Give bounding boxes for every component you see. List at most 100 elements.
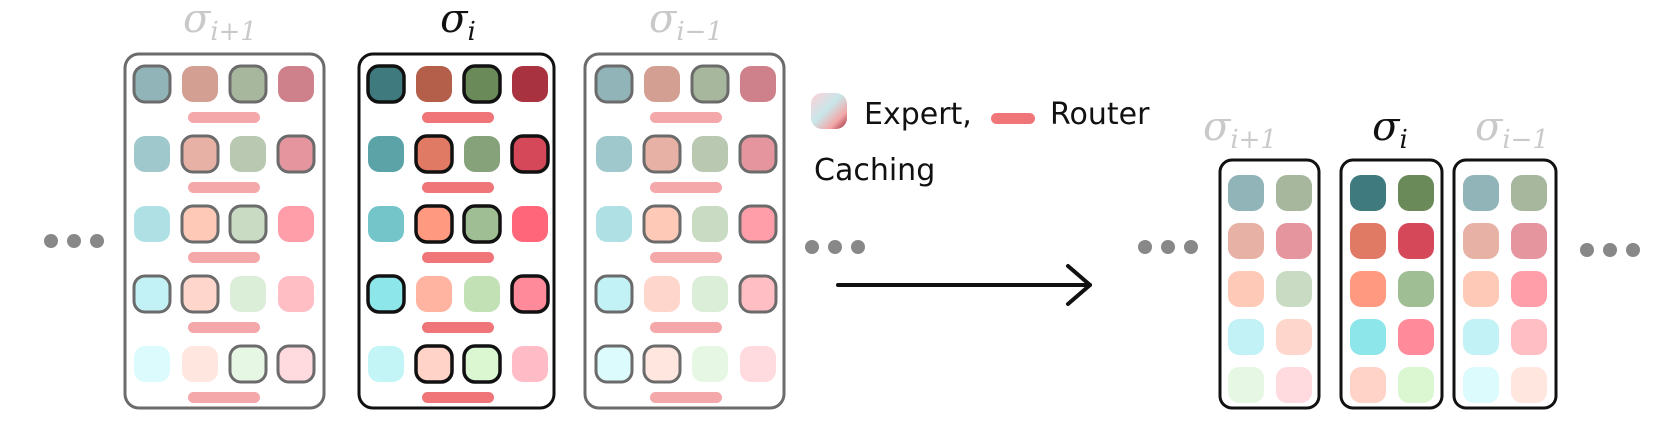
router-bar-next-r3 [188, 252, 260, 263]
cached-expert-next-r2-c1 [1228, 223, 1264, 259]
cached-expert-next-r1-c2 [1276, 175, 1312, 211]
panel-current-left [357, 52, 556, 410]
expert-tile-prev-r1-c2 [644, 66, 680, 102]
ellipsis-left [44, 234, 104, 248]
expert-tile-next-r5-c1 [134, 346, 170, 382]
router-bar-current-r1 [422, 112, 494, 123]
cached-expert-next-r5-c1 [1228, 367, 1264, 403]
router-bar-next-r1 [188, 112, 260, 123]
ellipsis-right-after [1580, 243, 1640, 257]
expert-tile-prev-r1-c1 [594, 64, 634, 104]
expert-tile-current-r5-c2 [414, 344, 454, 384]
expert-tile-prev-r3-c4 [738, 204, 778, 244]
cached-expert-current-r4-c2 [1398, 319, 1434, 355]
panel-prev-right [1452, 158, 1558, 410]
router-bar-current-r4 [422, 322, 494, 333]
expert-tile-next-r5-c4 [276, 344, 316, 384]
expert-tile-prev-r4-c3 [692, 276, 728, 312]
expert-legend-swatch [811, 93, 847, 129]
router-bar-prev-r4 [650, 322, 722, 333]
expert-tile-prev-r3-c1 [596, 206, 632, 242]
cached-expert-prev-r4-c1 [1463, 319, 1499, 355]
cached-expert-prev-r1-c1 [1463, 175, 1499, 211]
legend-expert-label: Expert, [864, 97, 972, 132]
expert-tile-current-r1-c2 [416, 66, 452, 102]
expert-tile-next-r2-c2 [180, 134, 220, 174]
expert-tile-next-r1-c4 [278, 66, 314, 102]
expert-tile-current-r2-c3 [464, 136, 500, 172]
expert-tile-current-r3-c1 [368, 206, 404, 242]
cached-expert-current-r2-c2 [1398, 223, 1434, 259]
cached-expert-prev-r5-c2 [1511, 367, 1547, 403]
cached-expert-next-r5-c2 [1276, 367, 1312, 403]
router-bar-current-r2 [422, 182, 494, 193]
label-sigma-next-right: σi+1 [1203, 104, 1277, 155]
cached-expert-prev-r3-c1 [1463, 271, 1499, 307]
router-bar-prev-r3 [650, 252, 722, 263]
expert-tile-prev-r5-c3 [692, 346, 728, 382]
expert-tile-next-r2-c1 [134, 136, 170, 172]
cached-expert-current-r2-c1 [1350, 223, 1386, 259]
router-legend-swatch [991, 113, 1035, 124]
expert-tile-next-r4-c1 [132, 274, 172, 314]
label-sigma-prev-left: σi−1 [649, 0, 723, 47]
expert-tile-prev-r2-c3 [692, 136, 728, 172]
label-sigma-next-left: σi+1 [183, 0, 257, 47]
expert-tile-current-r5-c1 [368, 346, 404, 382]
right-expert-grid [1228, 175, 1547, 403]
expert-tile-prev-r4-c4 [738, 274, 778, 314]
expert-tile-next-r4-c2 [180, 274, 220, 314]
expert-tile-next-r2-c4 [276, 134, 316, 174]
expert-tile-prev-r1-c4 [740, 66, 776, 102]
expert-tile-current-r3-c4 [512, 206, 548, 242]
label-sigma-current-left: σi [440, 0, 476, 47]
cached-expert-current-r3-c2 [1398, 271, 1434, 307]
cached-expert-next-r3-c1 [1228, 271, 1264, 307]
cached-expert-current-r1-c1 [1350, 175, 1386, 211]
expert-tile-current-r1-c4 [512, 66, 548, 102]
expert-tile-next-r2-c3 [230, 136, 266, 172]
router-bar-next-r5 [188, 392, 260, 403]
label-sigma-current-right: σi [1372, 104, 1408, 155]
router-bar-prev-r2 [650, 182, 722, 193]
expert-tile-prev-r2-c1 [596, 136, 632, 172]
router-bar-prev-r5 [650, 392, 722, 403]
expert-tile-next-r3-c2 [180, 204, 220, 244]
expert-tile-current-r2-c4 [510, 134, 550, 174]
expert-tile-prev-r1-c3 [690, 64, 730, 104]
cached-expert-prev-r2-c1 [1463, 223, 1499, 259]
expert-tile-current-r1-c3 [462, 64, 502, 104]
router-bar-prev-r1 [650, 112, 722, 123]
expert-tile-next-r4-c3 [230, 276, 266, 312]
router-bar-current-r5 [422, 392, 494, 403]
expert-tile-prev-r3-c3 [692, 206, 728, 242]
expert-tile-prev-r4-c1 [594, 274, 634, 314]
panel-prev-left [583, 52, 786, 410]
cached-expert-prev-r1-c2 [1511, 175, 1547, 211]
expert-tile-current-r5-c3 [462, 344, 502, 384]
transform-arrow [836, 264, 1092, 306]
expert-tile-current-r4-c1 [366, 274, 406, 314]
expert-tile-next-r5-c2 [182, 346, 218, 382]
expert-tile-prev-r5-c2 [642, 344, 682, 384]
label-sigma-prev-right: σi−1 [1475, 104, 1549, 155]
expert-tile-next-r3-c1 [134, 206, 170, 242]
expert-tile-prev-r2-c2 [642, 134, 682, 174]
cached-expert-current-r5-c2 [1398, 367, 1434, 403]
panel-next-left [123, 52, 326, 410]
expert-tile-current-r1-c1 [366, 64, 406, 104]
cached-expert-next-r4-c1 [1228, 319, 1264, 355]
expert-tile-next-r5-c3 [228, 344, 268, 384]
expert-tile-current-r5-c4 [512, 346, 548, 382]
expert-tile-prev-r4-c2 [644, 276, 680, 312]
expert-tile-next-r1-c3 [228, 64, 268, 104]
cached-expert-prev-r5-c1 [1463, 367, 1499, 403]
expert-tile-current-r2-c1 [368, 136, 404, 172]
expert-tile-prev-r5-c4 [740, 346, 776, 382]
expert-tile-prev-r2-c4 [738, 134, 778, 174]
expert-tile-current-r3-c3 [462, 204, 502, 244]
expert-tile-prev-r3-c2 [642, 204, 682, 244]
expert-tile-next-r3-c3 [228, 204, 268, 244]
legend-caching-label: Caching [814, 153, 935, 188]
